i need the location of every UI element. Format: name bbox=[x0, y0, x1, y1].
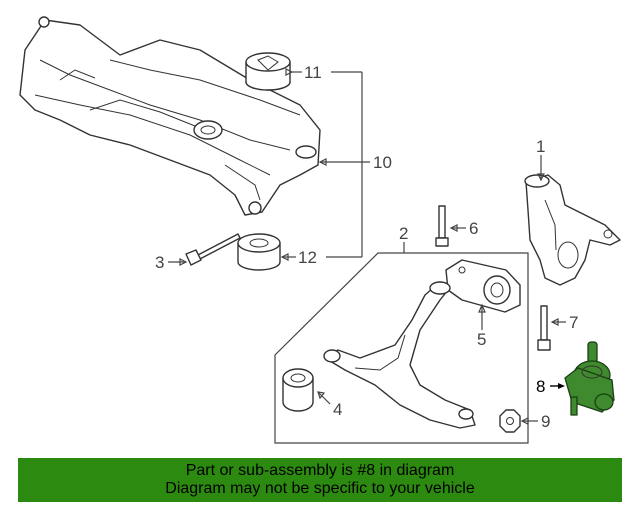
callout-2: 2 bbox=[399, 224, 408, 243]
leader-lines bbox=[168, 68, 566, 425]
bolt-part-3[interactable] bbox=[185, 233, 241, 266]
banner-line-1: Part or sub-assembly is #8 in diagram bbox=[185, 462, 455, 479]
upper-mount-part-11[interactable] bbox=[245, 52, 291, 91]
callout-9: 9 bbox=[541, 412, 550, 431]
subframe-part-10[interactable] bbox=[19, 16, 321, 216]
callout-7: 7 bbox=[569, 313, 578, 332]
info-banner: Part or sub-assembly is #8 in diagram Di… bbox=[18, 458, 622, 502]
callout-11: 11 bbox=[304, 63, 322, 82]
control-arm-group-box bbox=[274, 252, 529, 444]
front-bushing-part-4[interactable] bbox=[282, 368, 314, 412]
callout-12: 12 bbox=[298, 248, 317, 267]
nut-part-9[interactable] bbox=[499, 409, 521, 433]
lower-mount-part-12[interactable] bbox=[237, 233, 281, 271]
callout-3: 3 bbox=[155, 253, 164, 272]
callout-6: 6 bbox=[469, 219, 478, 238]
steering-knuckle-part-1[interactable] bbox=[524, 174, 621, 286]
ball-joint-part-8[interactable] bbox=[564, 341, 615, 416]
callout-8: 8 bbox=[536, 377, 545, 396]
banner-line-2: Diagram may not be specific to your vehi… bbox=[165, 480, 475, 497]
callout-5: 5 bbox=[477, 330, 486, 349]
callout-4: 4 bbox=[333, 400, 342, 419]
rear-bushing-part-5[interactable] bbox=[445, 259, 521, 313]
bolt-part-6[interactable] bbox=[435, 205, 449, 247]
control-arm-part-2[interactable] bbox=[323, 281, 476, 429]
callout-10: 10 bbox=[373, 153, 392, 172]
bolt-part-7[interactable] bbox=[537, 305, 551, 351]
callout-1: 1 bbox=[536, 137, 545, 156]
